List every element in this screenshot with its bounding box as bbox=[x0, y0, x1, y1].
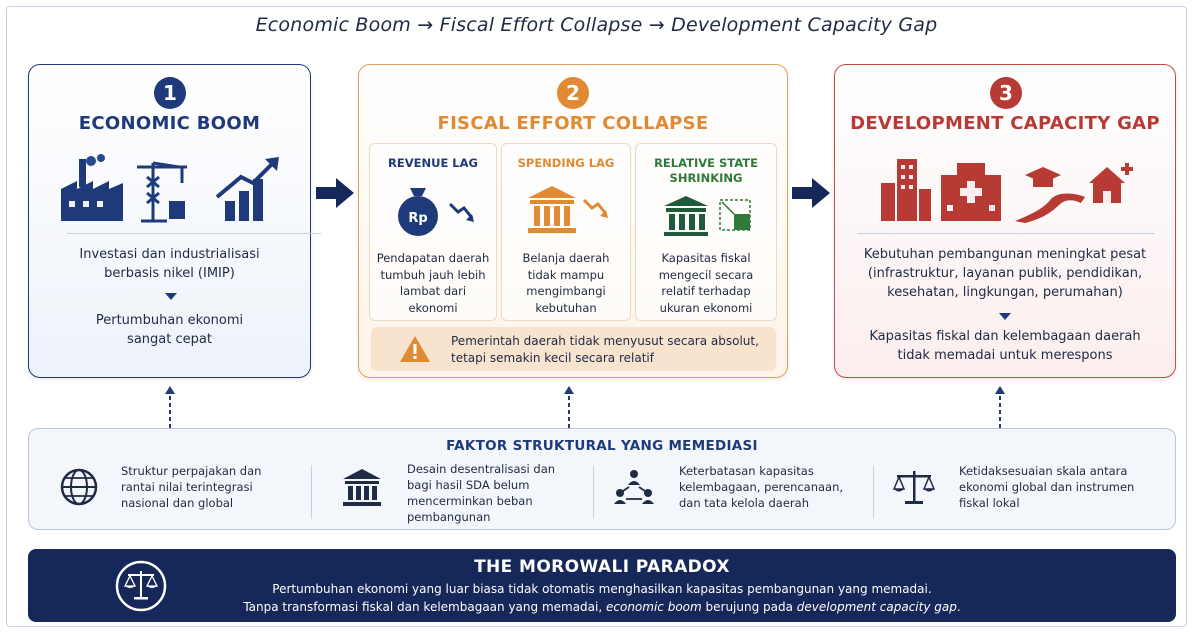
subcard-heading: REVENUE LAG bbox=[388, 156, 478, 170]
factory-icon bbox=[61, 154, 123, 221]
subcard-relative-state-shrinking: RELATIVE STATE SHRINKING Kapasitas fiska… bbox=[635, 143, 777, 321]
factor-item-decentralization: Desain desentralisasi dan bagi hasil SDA… bbox=[341, 462, 601, 524]
rp-label: Rp bbox=[408, 211, 427, 226]
subcard-text: Pendapatan daerah tumbuh jauh lebih lamb… bbox=[376, 251, 490, 315]
step-number-3: 3 bbox=[990, 77, 1022, 109]
down-triangle-icon bbox=[999, 313, 1011, 320]
panel1-text-growth: Pertumbuhan ekonomi sangat cepat bbox=[95, 313, 244, 347]
diagram-title: Economic Boom → Fiscal Effort Collapse →… bbox=[255, 14, 938, 36]
paradox-term-economic-boom: economic boom bbox=[606, 600, 702, 614]
factor-item-scale-mismatch: Ketidaksesuaian skala antara ekonomi glo… bbox=[893, 463, 1163, 521]
warning-text: Pemerintah daerah tidak menyusut secara … bbox=[451, 334, 759, 365]
factor-text: Keterbatasan kapasitas kelembagaan, pere… bbox=[679, 464, 844, 510]
panel-title-development-capacity-gap: DEVELOPMENT CAPACITY GAP bbox=[850, 113, 1160, 134]
crane-icon bbox=[137, 161, 187, 223]
factor-item-tax-structure: Struktur perpajakan dan rantai nilai ter… bbox=[59, 463, 309, 521]
factor-text: Ketidaksesuaian skala antara ekonomi glo… bbox=[959, 464, 1135, 510]
panel1-text-investment: Investasi dan industrialisasi berbasis n… bbox=[79, 247, 260, 281]
network-people-icon bbox=[614, 470, 654, 504]
subcard-text: Belanja daerah tidak mampu mengimbangi k… bbox=[522, 251, 610, 315]
paradox-line-2: Tanpa transformasi fiskal dan kelembagaa… bbox=[28, 600, 1176, 614]
panel-fiscal-effort-collapse: 2 FISCAL EFFORT COLLAPSE REVENUE LAG Rp … bbox=[358, 64, 788, 378]
growth-chart-icon bbox=[215, 157, 279, 221]
panel-title-fiscal-effort-collapse: FISCAL EFFORT COLLAPSE bbox=[437, 113, 709, 134]
paradox-line-2-part: Tanpa transformasi fiskal dan kelembagaa… bbox=[243, 600, 606, 614]
development-icons bbox=[881, 159, 1133, 223]
down-triangle-icon bbox=[165, 293, 177, 300]
flow-arrow-icon bbox=[792, 178, 830, 208]
graduation-road-icon bbox=[1015, 167, 1085, 223]
warning-note: Pemerintah daerah tidak menyusut secara … bbox=[371, 327, 776, 371]
panel3-divider bbox=[857, 233, 1155, 234]
scales-icon bbox=[893, 471, 935, 504]
scales-emblem-icon bbox=[115, 560, 167, 612]
globe-icon bbox=[60, 468, 98, 506]
factor-separator bbox=[311, 465, 312, 519]
panel3-text-needs: Kebutuhan pembangunan meningkat pesat (i… bbox=[863, 247, 1147, 300]
subcard-spending-lag: SPENDING LAG Belanja daerah tidak mampu … bbox=[501, 143, 631, 321]
subcard-revenue-lag: REVENUE LAG Rp Pendapatan daerah tumbuh … bbox=[369, 143, 497, 321]
panel-economic-boom: 1 ECONOMIC BOOM bbox=[28, 64, 321, 378]
hospital-icon bbox=[941, 163, 1001, 221]
paradox-line-1: Pertumbuhan ekonomi yang luar biasa tida… bbox=[272, 582, 932, 596]
morowali-paradox-banner: THE MOROWALI PARADOX Pertumbuhan ekonomi… bbox=[28, 549, 1176, 622]
paradox-line-2-part: . bbox=[956, 600, 961, 614]
dashed-up-arrow-icon bbox=[165, 386, 175, 428]
warning-icon bbox=[400, 336, 430, 362]
money-bag-icon: Rp bbox=[398, 188, 474, 236]
subcard-heading: RELATIVE STATE SHRINKING bbox=[654, 156, 758, 185]
step-number-2: 2 bbox=[557, 77, 589, 109]
factor-separator bbox=[593, 465, 594, 519]
paradox-term-development-gap: development capacity gap bbox=[796, 600, 957, 614]
factors-title: FAKTOR STRUKTURAL YANG MEMEDIASI bbox=[446, 438, 758, 454]
dashed-up-arrow-icon bbox=[995, 386, 1005, 428]
structural-factors-box: FAKTOR STRUKTURAL YANG MEMEDIASI Struktu… bbox=[28, 428, 1176, 530]
bank-declining-icon bbox=[528, 186, 608, 233]
factor-text: Struktur perpajakan dan rantai nilai ter… bbox=[121, 464, 262, 510]
panel3-text-capacity: Kapasitas fiskal dan kelembagaan daerah … bbox=[869, 329, 1141, 363]
subcard-heading: SPENDING LAG bbox=[517, 156, 615, 170]
buildings-icon bbox=[881, 159, 931, 221]
factor-separator bbox=[873, 465, 874, 519]
paradox-line-2-part: berujung pada bbox=[701, 600, 797, 614]
subcard-text: Kapasitas fiskal mengecil secara relatif… bbox=[658, 251, 754, 315]
flow-arrow-icon bbox=[316, 178, 354, 208]
factor-text: Desain desentralisasi dan bagi hasil SDA… bbox=[407, 462, 556, 524]
factor-item-institutional-capacity: Keterbatasan kapasitas kelembagaan, pere… bbox=[613, 463, 873, 521]
step-number-1: 1 bbox=[154, 77, 186, 109]
institution-icon bbox=[343, 469, 381, 506]
panel-development-capacity-gap: 3 DEVELOPMENT CAPACITY GAP bbox=[834, 64, 1176, 378]
economic-boom-icons bbox=[61, 154, 279, 223]
crate-icon bbox=[169, 201, 185, 219]
outer-frame bbox=[6, 6, 1187, 627]
house-icon bbox=[1089, 163, 1133, 203]
paradox-title: THE MOROWALI PARADOX bbox=[474, 557, 730, 577]
panel1-divider bbox=[67, 233, 321, 234]
panel-title-economic-boom: ECONOMIC BOOM bbox=[78, 113, 261, 134]
bank-shrinking-icon bbox=[664, 196, 751, 236]
dashed-up-arrow-icon bbox=[564, 386, 574, 428]
